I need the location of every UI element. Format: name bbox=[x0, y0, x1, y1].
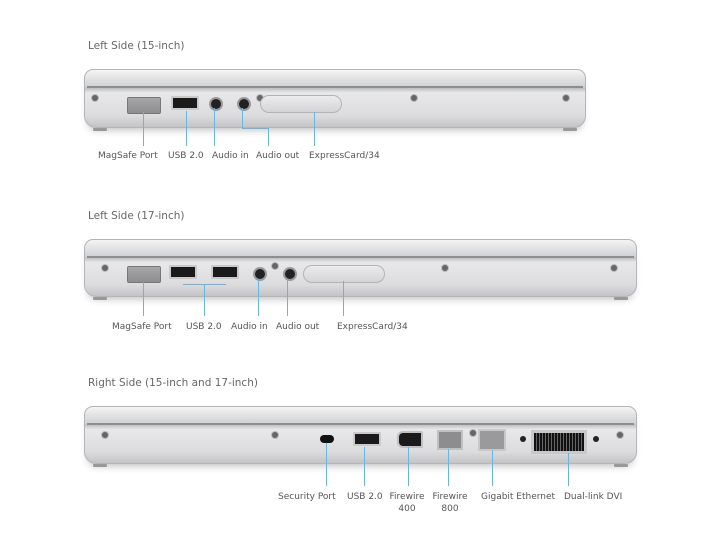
section-title: Left Side (15-inch) bbox=[88, 40, 185, 52]
magsafe-port bbox=[127, 266, 161, 283]
usb-port bbox=[169, 265, 197, 279]
label-audio-in: Audio in bbox=[212, 151, 249, 161]
firewire-800-port bbox=[437, 430, 463, 450]
laptop-right bbox=[84, 406, 637, 467]
screw-icon bbox=[91, 94, 99, 102]
label-security: Security Port bbox=[278, 492, 336, 502]
label-audio-out: Audio out bbox=[256, 151, 300, 161]
label-usb: USB 2.0 bbox=[347, 492, 383, 502]
label-dvi: Dual-link DVI bbox=[564, 492, 623, 502]
firewire-400-port bbox=[397, 431, 423, 448]
security-port bbox=[320, 435, 334, 443]
audio-in-jack bbox=[209, 97, 223, 111]
screw-icon bbox=[616, 431, 624, 439]
ethernet-port bbox=[478, 429, 506, 451]
label-ethernet: Gigabit Ethernet bbox=[481, 492, 556, 502]
screw-icon bbox=[101, 431, 109, 439]
audio-in-jack bbox=[253, 267, 267, 281]
screw-icon bbox=[610, 264, 618, 272]
laptop-left-17 bbox=[84, 239, 637, 300]
label-usb: USB 2.0 bbox=[168, 151, 204, 161]
screw-icon bbox=[271, 262, 279, 270]
label-magsafe: MagSafe Port bbox=[112, 322, 172, 332]
label-magsafe: MagSafe Port bbox=[98, 151, 158, 161]
usb-port bbox=[211, 265, 239, 279]
screw-icon bbox=[101, 264, 109, 272]
screw-icon bbox=[562, 94, 570, 102]
section-title: Right Side (15-inch and 17-inch) bbox=[88, 377, 258, 389]
screw-icon bbox=[271, 431, 279, 439]
label-firewire-400: Firewire 400 bbox=[389, 492, 425, 514]
section-title: Left Side (17-inch) bbox=[88, 210, 185, 222]
label-audio-out: Audio out bbox=[276, 322, 320, 332]
screw-icon bbox=[441, 264, 449, 272]
label-audio-in: Audio in bbox=[231, 322, 268, 332]
usb-port bbox=[353, 432, 381, 446]
screw-icon bbox=[469, 429, 477, 437]
label-firewire-800: Firewire 800 bbox=[432, 492, 468, 514]
screw-icon bbox=[410, 94, 418, 102]
dvi-port bbox=[531, 430, 587, 454]
audio-out-jack bbox=[237, 97, 251, 111]
label-usb: USB 2.0 bbox=[186, 322, 222, 332]
label-expresscard: ExpressCard/34 bbox=[309, 151, 380, 161]
laptop-left-15 bbox=[84, 69, 586, 131]
expresscard-slot bbox=[260, 95, 342, 113]
audio-out-jack bbox=[283, 267, 297, 281]
usb-port bbox=[171, 96, 199, 110]
magsafe-port bbox=[127, 97, 161, 114]
label-expresscard: ExpressCard/34 bbox=[337, 322, 408, 332]
expresscard-slot bbox=[303, 265, 385, 283]
